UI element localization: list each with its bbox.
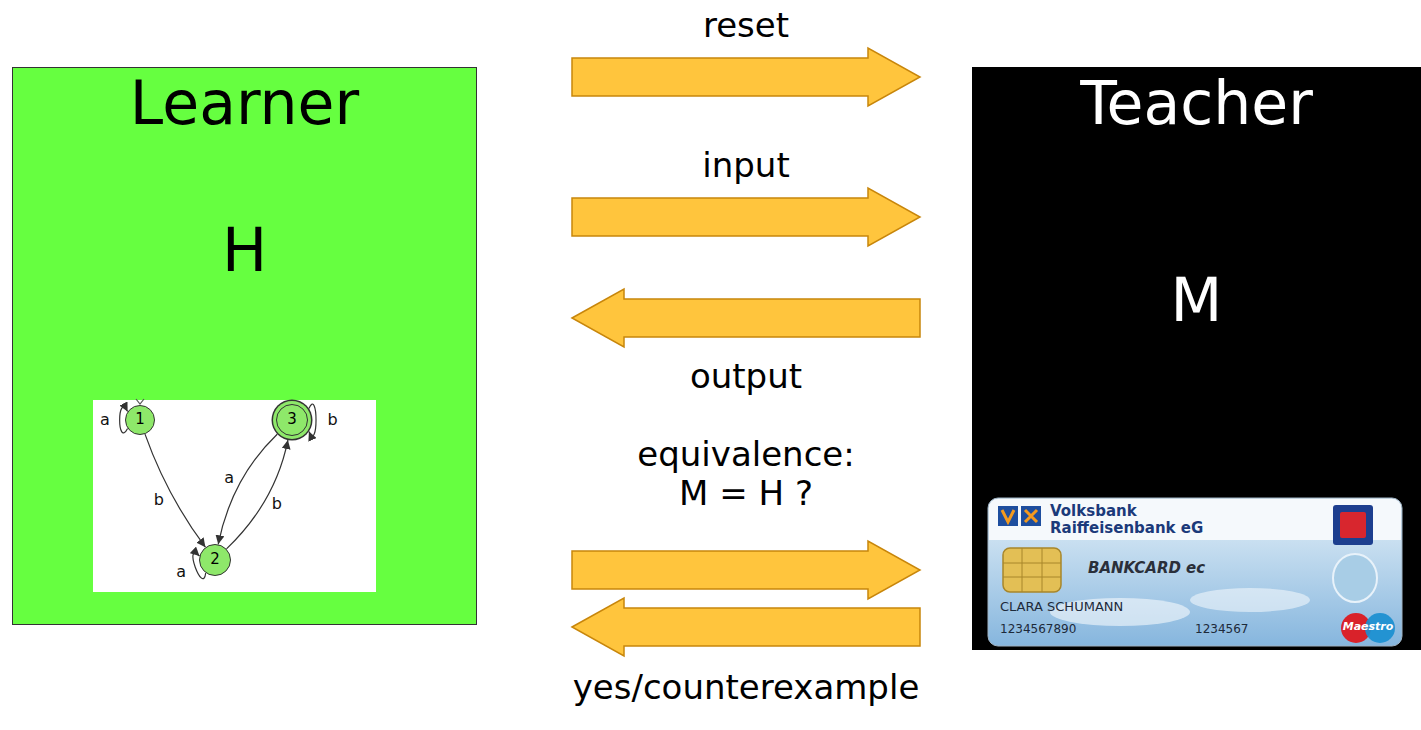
transition-label: b — [152, 492, 166, 508]
transition-label: b — [270, 496, 284, 512]
box-symbol: H — [12, 214, 477, 286]
transition-arrow — [145, 434, 205, 547]
state-number: 2 — [200, 545, 230, 574]
block-arrow — [572, 541, 920, 599]
initial-state-marker — [136, 399, 144, 404]
message-label: reset — [703, 6, 789, 45]
chip — [1003, 548, 1061, 592]
chip-contacts — [1003, 548, 1061, 592]
card-number: 1234567890 — [1000, 623, 1076, 636]
card-cloud — [1190, 588, 1310, 612]
card-number: 1234567 — [1195, 623, 1248, 636]
box-symbol: M — [972, 264, 1421, 336]
state-number: 1 — [126, 406, 154, 433]
card-holder: CLARA SCHUMANN — [1000, 600, 1123, 614]
self-loop — [309, 404, 316, 436]
state-number: 3 — [277, 405, 307, 434]
state-circle: 2 — [199, 544, 231, 576]
hologram — [1333, 554, 1377, 602]
state-circle: 1 — [125, 405, 155, 435]
transition-label: b — [325, 412, 339, 428]
bank-logo-mark — [1002, 510, 1014, 522]
card-bank-name: Raiffeisenbank eG — [1050, 520, 1203, 537]
card-brand: Maestro — [1343, 621, 1394, 633]
message-label: equivalence: M = H ? — [626, 435, 866, 513]
block-arrow — [572, 48, 920, 106]
transition-label: a — [174, 564, 188, 580]
box-title: Teacher — [972, 67, 1421, 139]
bank-logo — [1021, 506, 1041, 526]
transition-arrow — [218, 434, 277, 544]
card-bank-name: Volksbank — [1050, 503, 1137, 520]
box-title: Learner — [12, 67, 477, 139]
bank-card — [988, 498, 1402, 646]
card-type: BANKCARD ec — [1088, 560, 1205, 577]
self-loop — [120, 407, 128, 433]
automaton-panel — [93, 400, 376, 592]
bank-logo-mark — [1025, 510, 1037, 522]
block-arrow — [572, 188, 920, 246]
transition-label: a — [222, 470, 236, 486]
block-arrow — [572, 598, 920, 656]
bank-logo — [998, 506, 1018, 526]
message-label: output — [690, 357, 802, 396]
transition-arrow — [227, 440, 288, 549]
ec-logo — [1340, 512, 1366, 538]
message-label: yes/counterexample — [573, 668, 920, 707]
message-label: input — [702, 146, 789, 185]
self-loop — [193, 553, 206, 579]
transition-label: a — [98, 412, 112, 428]
accepting-state-circle: 3 — [276, 404, 308, 436]
ec-logo — [1333, 505, 1373, 545]
block-arrow — [572, 289, 920, 347]
